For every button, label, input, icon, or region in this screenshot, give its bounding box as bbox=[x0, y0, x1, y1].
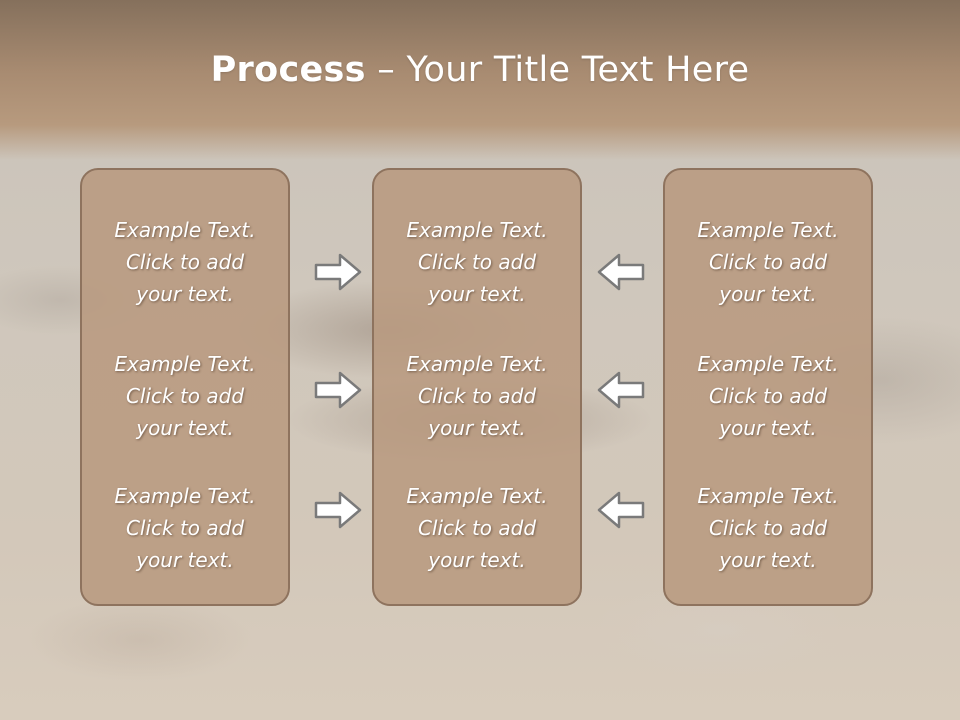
title-rest: – Your Title Text Here bbox=[365, 50, 750, 90]
text-line: Click to add bbox=[417, 250, 537, 274]
text-line: your text. bbox=[136, 282, 234, 306]
text-block[interactable]: Example Text. Click to add your text. bbox=[374, 348, 580, 444]
right-arrow-icon[interactable] bbox=[314, 253, 362, 291]
text-line: Example Text. bbox=[114, 218, 256, 242]
text-line: Example Text. bbox=[114, 352, 256, 376]
text-line: Click to add bbox=[708, 250, 828, 274]
text-line: Example Text. bbox=[406, 352, 548, 376]
text-line: Example Text. bbox=[697, 484, 839, 508]
text-block[interactable]: Example Text. Click to add your text. bbox=[665, 480, 871, 576]
text-line: your text. bbox=[428, 282, 526, 306]
text-line: your text. bbox=[428, 416, 526, 440]
process-box-left[interactable]: Example Text. Click to add your text. Ex… bbox=[80, 168, 290, 606]
text-line: Click to add bbox=[417, 516, 537, 540]
text-line: your text. bbox=[719, 282, 817, 306]
text-line: your text. bbox=[719, 548, 817, 572]
header-band bbox=[0, 0, 960, 160]
text-block[interactable]: Example Text. Click to add your text. bbox=[374, 480, 580, 576]
text-block[interactable]: Example Text. Click to add your text. bbox=[82, 214, 288, 310]
right-arrow-icon[interactable] bbox=[314, 491, 362, 529]
text-line: your text. bbox=[136, 416, 234, 440]
title-bold: Process bbox=[210, 50, 366, 90]
text-line: Click to add bbox=[708, 384, 828, 408]
left-arrow-icon[interactable] bbox=[597, 491, 645, 529]
text-block[interactable]: Example Text. Click to add your text. bbox=[665, 214, 871, 310]
text-block[interactable]: Example Text. Click to add your text. bbox=[82, 480, 288, 576]
text-line: Click to add bbox=[125, 516, 245, 540]
text-line: Example Text. bbox=[697, 352, 839, 376]
slide-title[interactable]: Process – Your Title Text Here bbox=[0, 50, 960, 90]
text-block[interactable]: Example Text. Click to add your text. bbox=[374, 214, 580, 310]
text-line: your text. bbox=[136, 548, 234, 572]
text-line: your text. bbox=[719, 416, 817, 440]
text-block[interactable]: Example Text. Click to add your text. bbox=[82, 348, 288, 444]
text-line: Click to add bbox=[125, 384, 245, 408]
right-arrow-icon[interactable] bbox=[314, 371, 362, 409]
text-line: Example Text. bbox=[697, 218, 839, 242]
text-line: Example Text. bbox=[406, 218, 548, 242]
text-block[interactable]: Example Text. Click to add your text. bbox=[665, 348, 871, 444]
text-line: Example Text. bbox=[114, 484, 256, 508]
process-box-right[interactable]: Example Text. Click to add your text. Ex… bbox=[663, 168, 873, 606]
text-line: Click to add bbox=[417, 384, 537, 408]
text-line: your text. bbox=[428, 548, 526, 572]
left-arrow-icon[interactable] bbox=[597, 253, 645, 291]
text-line: Click to add bbox=[125, 250, 245, 274]
process-box-center[interactable]: Example Text. Click to add your text. Ex… bbox=[372, 168, 582, 606]
text-line: Click to add bbox=[708, 516, 828, 540]
text-line: Example Text. bbox=[406, 484, 548, 508]
left-arrow-icon[interactable] bbox=[597, 371, 645, 409]
